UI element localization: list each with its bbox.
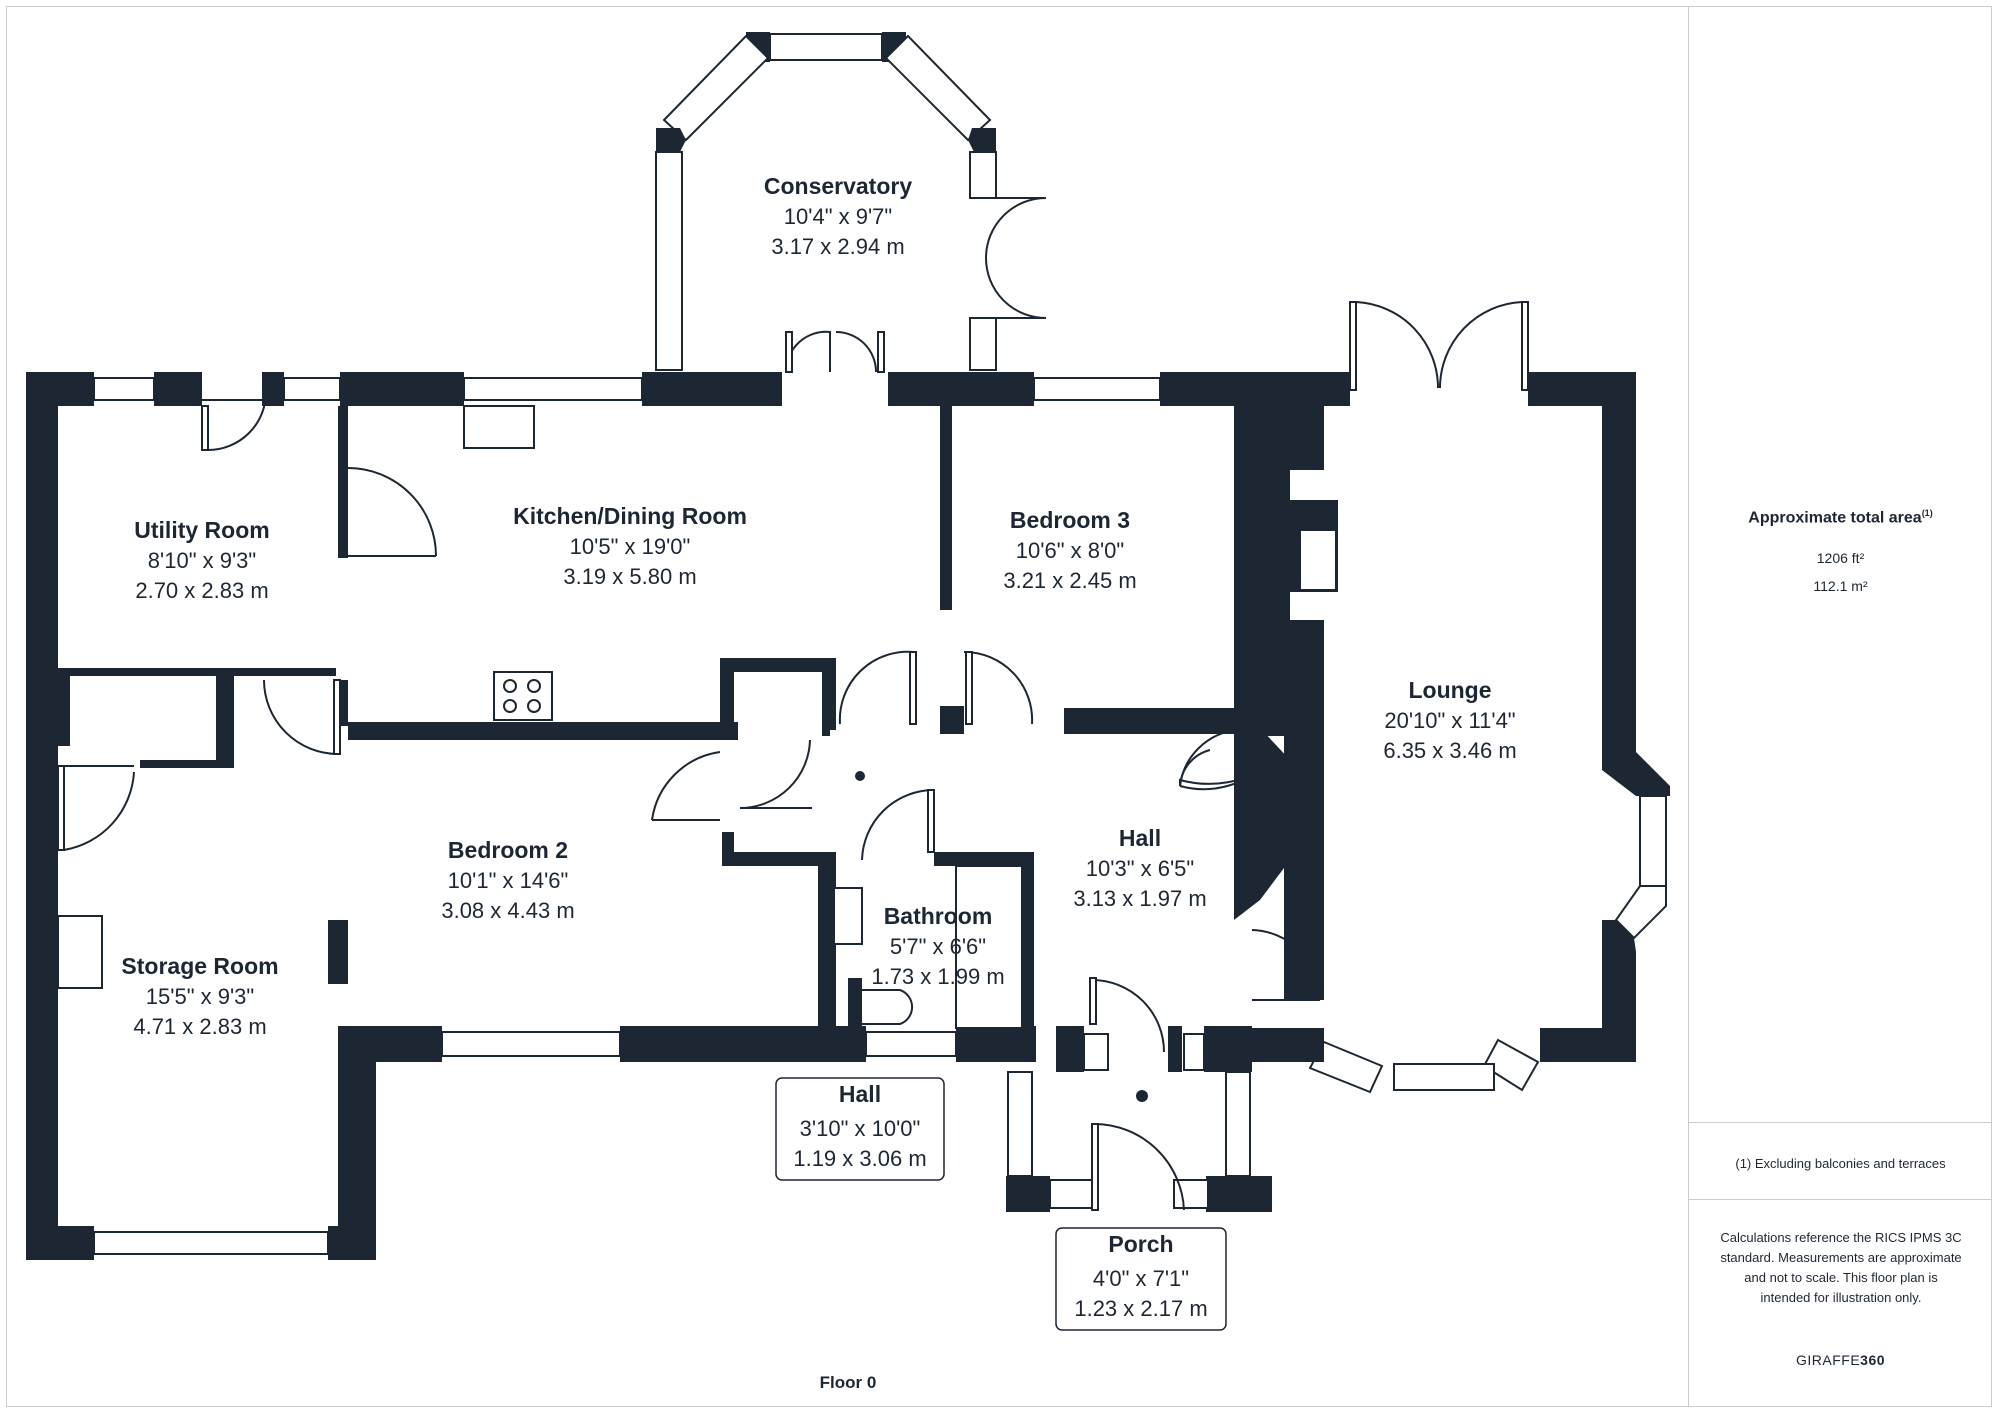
- info-panel: Approximate total area(1) 1206 ft² 112.1…: [1688, 6, 1992, 1407]
- room-name: Hall: [1119, 825, 1161, 851]
- room-size-metric: 3.17 x 2.94 m: [771, 234, 904, 259]
- room-size-metric: 1.73 x 1.99 m: [871, 964, 1004, 989]
- room-label-hall: Hall 10'3" x 6'5" 3.13 x 1.97 m: [1073, 825, 1206, 911]
- doors-and-fixtures: [57, 301, 1529, 1211]
- disclaimer: Calculations reference the RICS IPMS 3C …: [1720, 1230, 1962, 1305]
- footnote-marker: (1): [1921, 508, 1933, 518]
- room-size-metric: 2.70 x 2.83 m: [135, 578, 268, 603]
- room-label-utility-room: Utility Room 8'10" x 9'3" 2.70 x 2.83 m: [134, 517, 269, 603]
- floor-label: Floor 0: [820, 1373, 877, 1392]
- room-label-lounge: Lounge 20'10" x 11'4" 6.35 x 3.46 m: [1383, 677, 1516, 763]
- room-size-imperial: 20'10" x 11'4": [1384, 708, 1515, 733]
- room-label-porch: Porch 4'0" x 7'1" 1.23 x 2.17 m: [1055, 1227, 1227, 1331]
- room-size-imperial: 5'7" x 6'6": [890, 934, 986, 959]
- room-name: Bedroom 2: [448, 837, 568, 863]
- room-name: Porch: [1108, 1231, 1173, 1257]
- room-name: Bathroom: [884, 903, 993, 929]
- room-size-imperial: 8'10" x 9'3": [148, 548, 256, 573]
- room-label-kitchen-dining-room: Kitchen/Dining Room 10'5" x 19'0" 3.19 x…: [513, 503, 747, 589]
- drawing-frame: [6, 6, 1992, 1407]
- room-label-conservatory: Conservatory 10'4" x 9'7" 3.17 x 2.94 m: [764, 173, 912, 259]
- area-title: Approximate total area(1): [1689, 508, 1992, 527]
- area-title-text: Approximate total area: [1748, 509, 1922, 527]
- room-size-metric: 4.71 x 2.83 m: [133, 1014, 266, 1039]
- room-size-metric: 6.35 x 3.46 m: [1383, 738, 1516, 763]
- conservatory-walls: [655, 32, 1047, 371]
- room-label-storage-room: Storage Room 15'5" x 9'3" 4.71 x 2.83 m: [121, 953, 278, 1039]
- room-size-metric: 3.13 x 1.97 m: [1073, 886, 1206, 911]
- room-name: Conservatory: [764, 173, 912, 199]
- room-size-imperial: 4'0" x 7'1": [1093, 1266, 1189, 1291]
- room-name: Lounge: [1408, 677, 1491, 703]
- room-name: Storage Room: [121, 953, 278, 979]
- room-labels: Conservatory 10'4" x 9'7" 3.17 x 2.94 m …: [121, 173, 1517, 1331]
- exterior-walls: [26, 372, 1670, 1260]
- room-name: Bedroom 3: [1010, 507, 1130, 533]
- room-size-imperial: 10'4" x 9'7": [784, 204, 892, 229]
- room-size-imperial: 15'5" x 9'3": [146, 984, 254, 1009]
- total-area-imperial: 1206 ft²: [1816, 550, 1865, 566]
- room-size-metric: 3.08 x 4.43 m: [441, 898, 574, 923]
- room-size-imperial: 10'5" x 19'0": [570, 534, 691, 559]
- room-size-metric: 1.23 x 2.17 m: [1074, 1296, 1207, 1321]
- room-label-bedroom-3: Bedroom 3 10'6" x 8'0" 3.21 x 2.45 m: [1003, 507, 1136, 593]
- room-size-metric: 1.19 x 3.06 m: [793, 1146, 926, 1171]
- total-area-metric: 112.1 m²: [1813, 578, 1868, 594]
- room-label-bathroom: Bathroom 5'7" x 6'6" 1.73 x 1.99 m: [871, 903, 1004, 989]
- room-size-imperial: 3'10" x 10'0": [800, 1116, 921, 1141]
- room-name: Kitchen/Dining Room: [513, 503, 747, 529]
- brand-suffix: 360: [1860, 1352, 1886, 1368]
- brand-prefix: GIRAFFE: [1795, 1352, 1861, 1368]
- brand-logo: GIRAFFE360: [1689, 1352, 1992, 1368]
- room-size-imperial: 10'1" x 14'6": [448, 868, 569, 893]
- divider: [1689, 1122, 1992, 1123]
- room-name: Utility Room: [134, 517, 269, 543]
- room-size-metric: 3.21 x 2.45 m: [1003, 568, 1136, 593]
- interior-walls: [58, 406, 1338, 1212]
- room-size-imperial: 10'3" x 6'5": [1086, 856, 1194, 881]
- room-size-imperial: 10'6" x 8'0": [1016, 538, 1124, 563]
- room-label-hall-2: Hall 3'10" x 10'0" 1.19 x 3.06 m: [775, 1077, 945, 1181]
- divider: [1689, 1199, 1992, 1200]
- footnote: (1) Excluding balconies and terraces: [1735, 1156, 1946, 1171]
- room-name: Hall: [839, 1081, 881, 1107]
- room-size-metric: 3.19 x 5.80 m: [563, 564, 696, 589]
- room-label-bedroom-2: Bedroom 2 10'1" x 14'6" 3.08 x 4.43 m: [441, 837, 574, 923]
